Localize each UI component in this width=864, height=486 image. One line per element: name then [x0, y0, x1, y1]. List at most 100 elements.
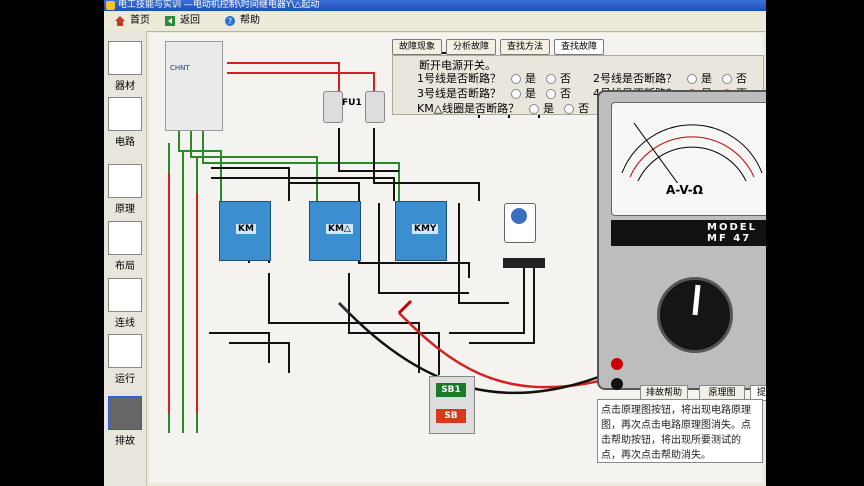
circuit-thumbnail-icon [108, 97, 142, 131]
sidebar-item-label: 连线 [115, 318, 135, 329]
sidebar-item-label: 器材 [115, 81, 135, 92]
sidebar-item-troubleshoot[interactable]: 排故 [107, 396, 143, 448]
sidebar-item-label: 排故 [115, 436, 135, 447]
question-row: 2号线是否断路？ 是 否 [593, 70, 747, 86]
sidebar-item-wiring[interactable]: 连线 [107, 278, 143, 330]
hint-text-box: 点击原理图按钮，将出现电路原理图，再次点击电路原理图消失。点击帮助按钮，将出现所… [597, 399, 763, 463]
relay-terminal-block[interactable] [503, 258, 545, 268]
sidebar-item-label: 布局 [115, 261, 135, 272]
sidebar-item-label: 原理 [115, 204, 135, 215]
yes-label: 是 [525, 72, 536, 85]
sidebar: 器材 电路 原理 布局 连线 运行 排故 音乐 [104, 31, 147, 486]
back-arrow-icon [165, 16, 175, 26]
yes-label: 是 [543, 102, 555, 115]
tab-find-method[interactable]: 查找方法 [500, 39, 550, 55]
yes-label: 是 [701, 72, 712, 85]
time-relay-kt[interactable] [504, 203, 536, 243]
dial-label: A-V-Ω [666, 183, 703, 197]
question-text: KM△线圈是否断路？ [417, 102, 520, 115]
application-window: 电工技能与实训 —电动机控制\时间继电器Y\△起动 首页 返回 ? 帮助 器材 … [104, 0, 766, 486]
meter-needle [633, 122, 693, 204]
stop-button-sb[interactable]: SB [436, 409, 466, 423]
run-thumbnail-icon [108, 334, 142, 368]
question-text: 3号线是否断路？ [417, 87, 501, 100]
toolbar: 首页 返回 ? 帮助 [104, 11, 766, 32]
yes-radio[interactable] [687, 74, 697, 84]
model-line2: MF 47 [707, 233, 752, 244]
principle-thumbnail-icon [108, 164, 142, 198]
question-text: 2号线是否断路？ [593, 72, 677, 85]
black-probe-lead [348, 312, 669, 395]
help-button[interactable]: ? 帮助 [222, 13, 260, 29]
probe-jacks [611, 358, 623, 390]
instruction-text: 断开电源开关。 [419, 59, 496, 72]
sidebar-item-equipment[interactable]: 器材 [107, 41, 143, 93]
start-button-sb1[interactable]: SB1 [436, 383, 466, 397]
fuse-label: FU1 [342, 98, 362, 108]
no-radio[interactable] [546, 74, 556, 84]
help-label: 帮助 [240, 15, 260, 26]
hint-text: 点击原理图按钮，将出现电路原理图，再次点击电路原理图消失。点击帮助按钮，将出现所… [601, 405, 751, 461]
workbench-canvas: CHNT FU1 KM KM△ KMY SB1 SB 故障现象 分析故障 查找方… [149, 33, 766, 483]
schematic-button[interactable]: 原理图 [699, 385, 745, 401]
meter-scale [621, 122, 763, 204]
no-label: 否 [560, 87, 571, 100]
question-text: 1号线是否断路？ [417, 72, 501, 85]
meter-dial: A-V-Ω [611, 102, 766, 216]
contactor-km[interactable]: KM [219, 201, 271, 261]
home-icon [115, 16, 125, 26]
knob-pointer-icon [692, 284, 701, 316]
range-selector-knob[interactable] [657, 277, 733, 353]
help-icon: ? [225, 16, 235, 26]
model-plate: MODEL MF 47 [611, 220, 766, 246]
fuse-fu1-left[interactable] [323, 91, 343, 123]
no-label: 否 [560, 72, 571, 85]
tab-find-fault[interactable]: 查找故障 [554, 39, 604, 55]
no-label: 否 [736, 72, 747, 85]
no-radio[interactable] [722, 74, 732, 84]
back-label: 返回 [180, 15, 200, 26]
home-label: 首页 [130, 15, 150, 26]
wiring-diagram [168, 43, 670, 433]
yes-radio[interactable] [511, 89, 521, 99]
fuse-fu1-right[interactable] [365, 91, 385, 123]
red-probe-tip [397, 299, 413, 315]
tab-fault-analysis[interactable]: 分析故障 [446, 39, 496, 55]
contactor-label: KMY [412, 224, 439, 234]
relay-dial-icon [511, 208, 527, 224]
contactor-km-delta[interactable]: KM△ [309, 201, 361, 261]
svg-text:?: ? [228, 17, 232, 26]
sidebar-item-principle[interactable]: 原理 [107, 164, 143, 216]
no-label: 否 [578, 102, 590, 115]
tab-fault-symptom[interactable]: 故障现象 [392, 39, 442, 55]
yes-radio[interactable] [529, 104, 540, 114]
button-station: SB1 SB [429, 376, 475, 434]
question-row: 1号线是否断路？ 是 否 [417, 70, 571, 86]
equipment-thumbnail-icon [108, 41, 142, 75]
window-title: 电工技能与实训 —电动机控制\时间继电器Y\△起动 [118, 0, 320, 10]
black-probe-tip [337, 301, 351, 315]
sidebar-item-circuit[interactable]: 电路 [107, 97, 143, 149]
contactor-label: KM [236, 224, 256, 234]
sidebar-item-run[interactable]: 运行 [107, 334, 143, 386]
common-jack-icon [611, 378, 623, 390]
back-button[interactable]: 返回 [162, 13, 200, 29]
contactor-label: KM△ [326, 224, 353, 234]
layout-thumbnail-icon [108, 221, 142, 255]
title-bar: 电工技能与实训 —电动机控制\时间继电器Y\△起动 [104, 0, 766, 11]
no-radio[interactable] [564, 104, 575, 114]
sidebar-item-layout[interactable]: 布局 [107, 221, 143, 273]
troubleshoot-thumbnail-icon [108, 396, 142, 430]
no-radio[interactable] [546, 89, 556, 99]
home-button[interactable]: 首页 [112, 13, 150, 29]
sidebar-item-label: 运行 [115, 374, 135, 385]
yes-label: 是 [525, 87, 536, 100]
wiring-thumbnail-icon [108, 278, 142, 312]
multimeter-mf47[interactable]: A-V-Ω MODEL MF 47 [597, 90, 766, 390]
circuit-breaker-qs[interactable]: CHNT [165, 41, 223, 131]
app-icon [106, 1, 115, 10]
contactor-kmy[interactable]: KMY [395, 201, 447, 261]
model-line1: MODEL [707, 222, 757, 233]
question-row: KM△线圈是否断路？ 是 否 [417, 100, 589, 116]
yes-radio[interactable] [511, 74, 521, 84]
